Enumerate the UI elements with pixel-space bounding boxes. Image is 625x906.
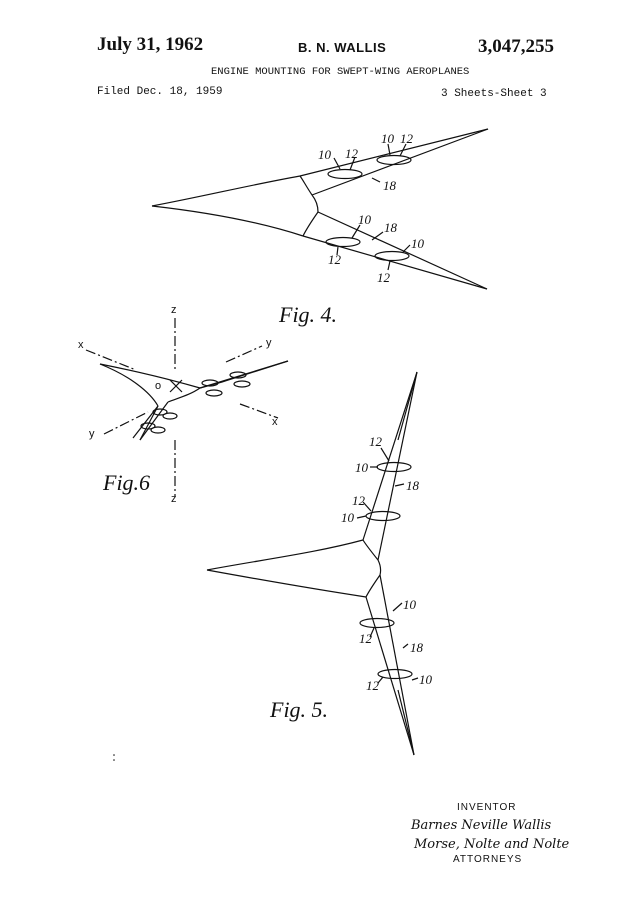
fig5-label: 12 — [359, 631, 373, 646]
fig5-label: 18 — [410, 640, 424, 655]
fig4-caption: Fig. 4. — [278, 302, 337, 327]
speck — [113, 759, 115, 761]
filed-date: Filed Dec. 18, 1959 — [97, 86, 223, 98]
fig5-label: 12 — [352, 493, 366, 508]
fig4-drawing — [151, 128, 489, 290]
fig6-drawing — [85, 318, 289, 496]
fig4-label: 18 — [383, 178, 397, 193]
patent-date: July 31, 1962 — [97, 34, 204, 55]
fig6-axis-label: y — [89, 428, 95, 440]
inventor-signature: Barnes Neville Wallis — [410, 818, 552, 833]
inventor-name: B. N. WALLIS — [298, 40, 387, 55]
fig6-axis-label: z — [171, 304, 177, 316]
fig5-label: 12 — [366, 678, 380, 693]
fig4-label: 12 — [377, 270, 391, 285]
fig4-label: 10 — [381, 131, 395, 146]
fig6-axis-label: y — [266, 337, 272, 349]
fig5-drawing — [206, 371, 419, 756]
fig4-label: 12 — [328, 252, 342, 267]
fig5-label: 12 — [369, 434, 383, 449]
attorneys-signature: Morse, Nolte and Nolte — [413, 837, 570, 852]
fig5-label: 10 — [419, 672, 433, 687]
fig6-axis-label: x — [272, 416, 278, 428]
fig6-caption: Fig.6 — [102, 470, 150, 495]
patent-number: 3,047,255 — [478, 36, 554, 57]
fig5-label: 18 — [406, 478, 420, 493]
fig4-label: 10 — [318, 147, 332, 162]
inventor-heading: INVENTOR — [457, 802, 517, 813]
fig4-label: 12 — [400, 131, 414, 146]
fig5-label: 10 — [341, 510, 355, 525]
fig4-label: 10 — [411, 236, 425, 251]
fig6-axis-label: o — [155, 380, 161, 392]
fig5-caption: Fig. 5. — [269, 697, 328, 722]
fig4-label: 18 — [384, 220, 398, 235]
sheet-count: 3 Sheets-Sheet 3 — [441, 88, 547, 100]
fig6-axis-label: z — [171, 493, 177, 505]
patent-title: ENGINE MOUNTING FOR SWEPT-WING AEROPLANE… — [211, 66, 470, 78]
fig6-axis-label: x — [78, 339, 84, 351]
fig4-label: 10 — [358, 212, 372, 227]
fig5-label: 10 — [355, 460, 369, 475]
fig4-label: 12 — [345, 146, 359, 161]
speck — [113, 754, 115, 756]
fig5-label: 10 — [403, 597, 417, 612]
attorneys-heading: ATTORNEYS — [453, 854, 522, 865]
